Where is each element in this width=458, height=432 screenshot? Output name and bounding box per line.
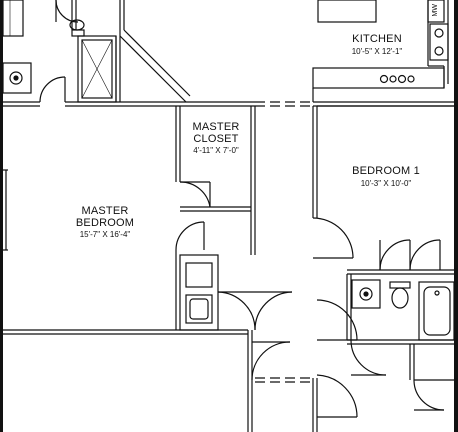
master-closet-dims: 4'-11" X 7'-0" [193,146,239,156]
master-closet [175,106,256,255]
bath-2 [347,279,455,376]
master-bedroom-dims: 15'-7" X 16'-4" [79,230,131,240]
bedroom-1-label: BEDROOM 1 10'-3" X 10'-0" [336,165,436,188]
bedroom-2 [409,344,454,411]
master-bedroom-name-line1: MASTER [81,205,129,217]
laundry [179,254,293,331]
bedroom-1-dims: 10'-3" X 10'-0" [360,178,412,188]
master-bedroom [3,169,248,335]
hall-opening-top [190,101,313,107]
master-bedroom-label: MASTER BEDROOM 15'-7" X 16'-4" [50,205,160,240]
kitchen [312,0,458,432]
master-bedroom-name-line2: BEDROOM [75,216,135,229]
microwave-label: MW [432,4,439,17]
bedroom-1-name: BEDROOM 1 [352,165,420,177]
kitchen-dims: 10'-5" X 12'-1" [351,46,403,56]
master-bath [0,0,191,432]
master-closet-label: MASTER CLOSET 4'-11" X 7'-0" [180,121,252,156]
bedroom-1 [317,105,454,340]
hallway [247,106,358,432]
kitchen-name: KITCHEN [352,33,402,45]
master-closet-name-line2: CLOSET [193,132,239,145]
master-closet-name-line1: MASTER [192,121,240,133]
kitchen-label: KITCHEN 10'-5" X 12'-1" [330,33,424,56]
